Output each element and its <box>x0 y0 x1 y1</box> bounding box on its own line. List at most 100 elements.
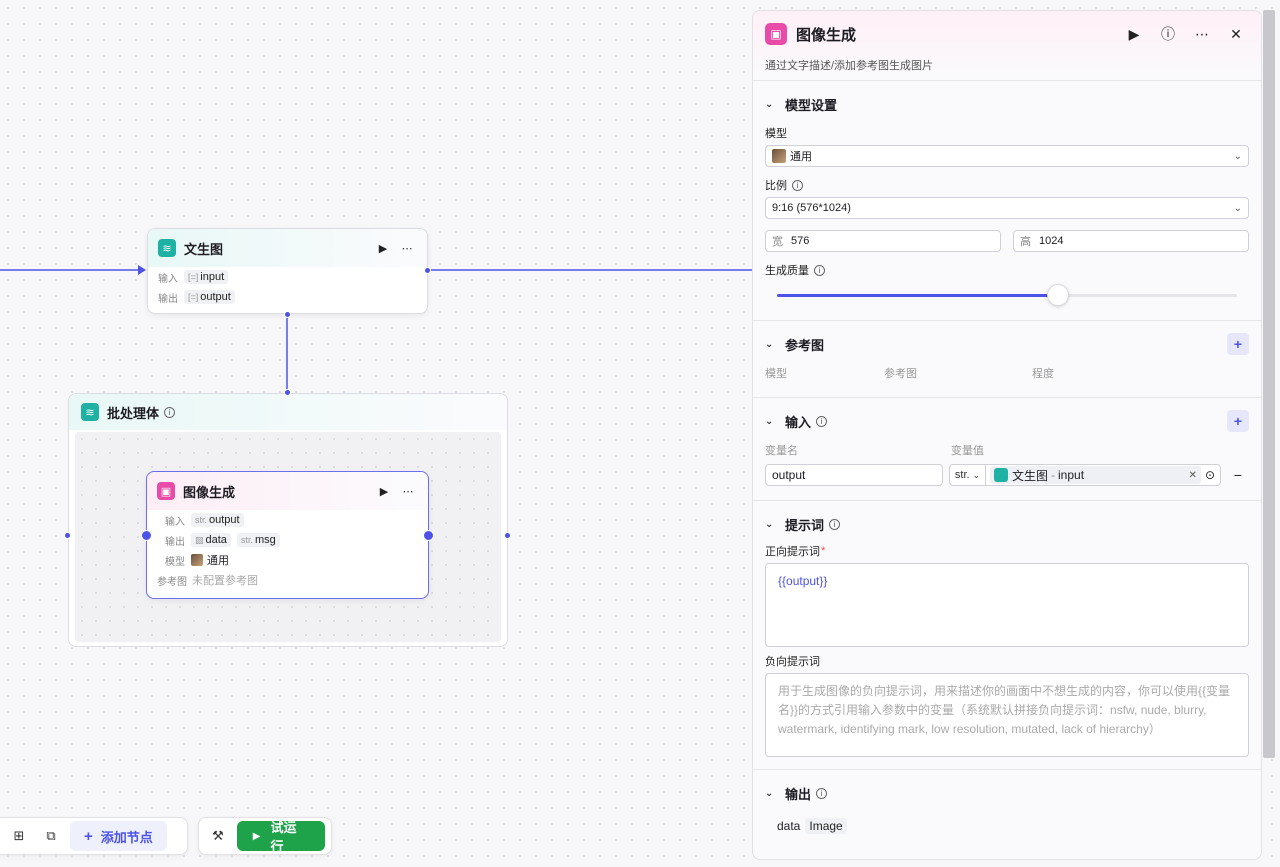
model-label: 模型 <box>765 128 787 140</box>
close-icon[interactable]: ✕ <box>1230 25 1242 42</box>
quality-slider[interactable] <box>777 284 1237 306</box>
input-chip: [=]input <box>184 270 229 284</box>
negative-prompt-textarea[interactable]: 用于生成图像的负向提示词，用来描述你的画面中不想生成的内容，你可以使用{{变量名… <box>765 673 1249 757</box>
port-batch-right[interactable] <box>504 532 511 539</box>
info-icon[interactable]: i <box>164 406 176 418</box>
image-icon: ▣ <box>157 482 175 500</box>
port-img-in[interactable] <box>141 530 152 541</box>
node-image-generation[interactable]: ▣ 图像生成 ▶ ⋯ 输入 str.output 输出 ▨data str.ms… <box>146 471 429 599</box>
ratio-select[interactable]: 9:16 (576*1024) ⌄ <box>765 197 1249 219</box>
wrench-icon[interactable]: ⚒ <box>212 828 224 843</box>
output-type-chip: Image <box>805 818 847 834</box>
ref-value: 未配置参考图 <box>192 575 258 587</box>
node-output-row: 输出 [=]output <box>148 287 427 307</box>
section-title: 输出 <box>785 786 812 802</box>
ref-sep: - <box>1051 468 1056 482</box>
minimap-icon[interactable]: ⊞ <box>13 828 25 843</box>
target-icon[interactable]: ⊙ <box>1204 468 1215 482</box>
section-header[interactable]: ⌄ 模型设置 <box>765 93 1249 115</box>
ref-columns: 模型 参考图 程度 <box>765 365 1249 381</box>
add-reference-button[interactable]: + <box>1227 333 1249 355</box>
port-img-out[interactable] <box>423 530 434 541</box>
port-t2i-out[interactable] <box>424 267 431 274</box>
more-icon[interactable]: ⋯ <box>1195 25 1209 42</box>
info-icon[interactable]: i <box>814 264 825 276</box>
add-node-label: 添加节点 <box>100 829 153 845</box>
edge-in-t2i-arrow <box>138 265 146 275</box>
run-icon[interactable]: ▶ <box>1128 25 1140 42</box>
type-select[interactable]: str.⌄ <box>950 465 986 485</box>
help-icon[interactable]: ⓘ <box>1161 26 1175 42</box>
output-msg-chip: str.msg <box>236 533 280 547</box>
slider-thumb[interactable] <box>1046 284 1069 306</box>
positive-label-text: 正向提示词 <box>765 546 820 558</box>
clear-icon[interactable]: ✕ <box>1188 469 1197 481</box>
port-batch-top[interactable] <box>284 389 291 396</box>
model-label: 模型 <box>165 556 185 568</box>
section-header[interactable]: ⌄ 输入 i + <box>765 410 1249 432</box>
var-value-ref[interactable]: str.⌄ 文生图 - input ✕ ⊙ <box>949 464 1221 486</box>
batch-header: ≋ 批处理体 i <box>69 394 507 430</box>
run-node-icon[interactable]: ▶ <box>379 485 389 498</box>
layers-icon <box>994 468 1008 482</box>
prompt-section: ⌄ 提示词 i 正向提示词* {{output}} 负向提示词 用于生成图像的负… <box>753 501 1261 770</box>
section-header[interactable]: ⌄ 提示词 i <box>765 513 1249 535</box>
info-icon[interactable]: i <box>816 787 828 799</box>
output-section: ⌄ 输出 i data Image <box>753 770 1261 848</box>
port-t2i-bottom[interactable] <box>284 311 291 318</box>
play-icon: ▶ <box>252 830 261 842</box>
node-title: 图像生成 <box>183 484 236 500</box>
more-icon[interactable]: ⋯ <box>401 242 413 255</box>
chevron-down-icon: ⌄ <box>1233 150 1242 162</box>
section-title: 提示词 <box>785 517 825 533</box>
ratio-value: 9:16 (576*1024) <box>772 202 851 214</box>
info-icon[interactable]: i <box>816 415 828 427</box>
output-label: 输出 <box>158 293 178 305</box>
positive-prompt-textarea[interactable]: {{output}} <box>765 563 1249 647</box>
ref-label: 参考图 <box>157 576 187 588</box>
node-ref-row: 参考图 未配置参考图 <box>147 570 428 590</box>
chevron-down-icon[interactable]: ⌄ <box>765 787 774 799</box>
output-chip: [=]output <box>184 290 235 304</box>
info-icon[interactable]: i <box>829 518 841 530</box>
chevron-down-icon[interactable]: ⌄ <box>765 338 774 350</box>
add-input-button[interactable]: + <box>1227 410 1249 432</box>
ref-node: 文生图 <box>1012 468 1049 483</box>
input-columns: 变量名 变量值 <box>765 442 1249 458</box>
more-icon[interactable]: ⋯ <box>402 485 414 498</box>
section-header[interactable]: ⌄ 输出 i <box>765 782 1249 804</box>
model-select[interactable]: 通用 ⌄ <box>765 145 1249 167</box>
layers-icon: ≋ <box>81 403 99 421</box>
test-run-label: 试运行 <box>270 820 297 854</box>
ref-chip[interactable]: 文生图 - input ✕ <box>990 466 1201 484</box>
remove-input-icon[interactable]: − <box>1233 467 1243 483</box>
comment-icon[interactable]: ⧉ <box>46 828 56 843</box>
panel-scrollbar[interactable] <box>1263 10 1275 758</box>
image-icon: ▣ <box>765 23 787 45</box>
chevron-down-icon[interactable]: ⌄ <box>765 415 774 427</box>
var-name-input[interactable]: output <box>765 464 943 486</box>
panel-title: 图像生成 <box>796 26 857 44</box>
info-icon[interactable]: i <box>792 179 803 191</box>
node-text-to-image[interactable]: ≋ 文生图 ▶ ⋯ 输入 [=]input 输出 [=]output <box>147 228 428 314</box>
section-header[interactable]: ⌄ 参考图 + <box>765 333 1249 355</box>
type-icon: [=] <box>188 292 199 302</box>
add-node-button[interactable]: +添加节点 <box>70 821 167 851</box>
chevron-down-icon[interactable]: ⌄ <box>765 98 774 110</box>
input-section: ⌄ 输入 i + 变量名 变量值 output str.⌄ 文生图 - inpu… <box>753 398 1261 501</box>
input-chip: str.output <box>191 513 244 527</box>
model-avatar <box>191 554 203 566</box>
ratio-label: 比例 i <box>765 177 1249 193</box>
test-run-button[interactable]: ▶ 试运行 <box>236 820 325 854</box>
run-node-icon[interactable]: ▶ <box>378 242 388 255</box>
ratio-label-text: 比例 <box>765 180 787 192</box>
panel-header: ▣ 图像生成 ▶ ⓘ ⋯ ✕ 通过文字描述/添加参考图生成图片 <box>753 11 1261 81</box>
port-batch-left[interactable] <box>64 532 71 539</box>
input-value: output <box>209 514 240 526</box>
node-output-row: 输出 ▨data str.msg <box>147 530 428 550</box>
chevron-down-icon[interactable]: ⌄ <box>765 518 774 530</box>
